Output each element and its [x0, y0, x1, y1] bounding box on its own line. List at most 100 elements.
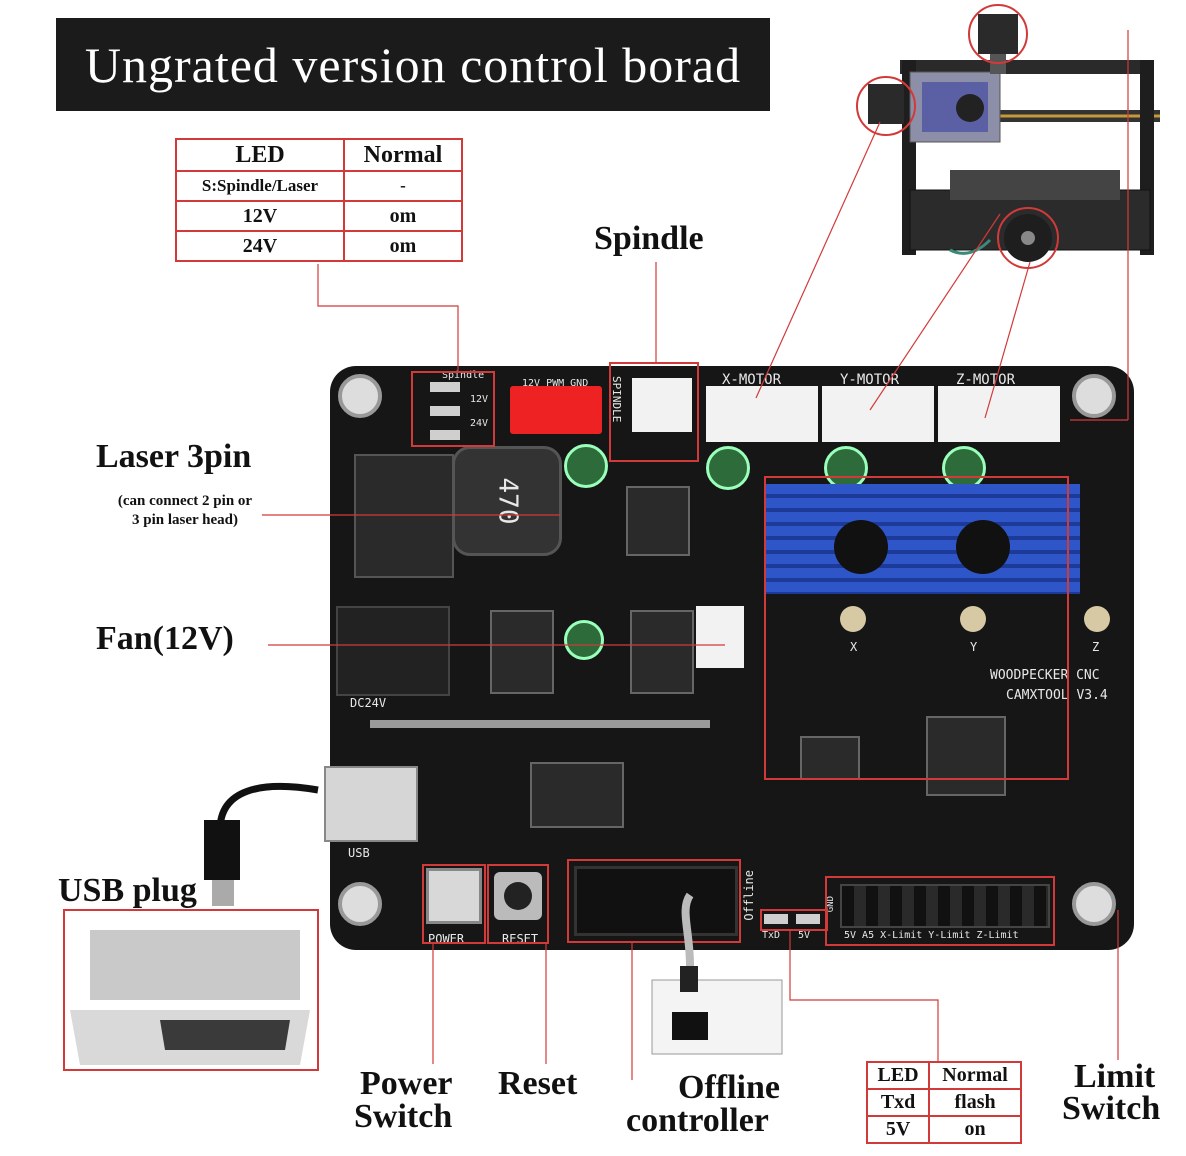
control-board: Spindle 12V 24V 12V PWM GND SPINDLE X-MO… [324, 366, 1134, 950]
led-table-bottom-cell: on [928, 1115, 1022, 1144]
led-table-bottom-cell: Txd [865, 1088, 931, 1117]
z-pot[interactable] [1084, 606, 1110, 632]
label-limit-1: Limit [1074, 1058, 1156, 1095]
power-switch-box [422, 864, 486, 944]
label-offline-1: Offline [678, 1069, 780, 1106]
silk-5v: 5V [798, 930, 811, 941]
dc-jack [336, 606, 450, 696]
led-table-top-cell: 24V [175, 230, 345, 262]
reset-box [487, 864, 549, 944]
inductor: 470 [452, 446, 562, 556]
label-laser-note-2: 3 pin laser head) [132, 512, 238, 528]
label-power-switch-2: Switch [354, 1098, 453, 1135]
silk-pot-x: X [850, 640, 858, 654]
label-laser: Laser 3pin [96, 438, 252, 475]
silk-limits: 5V A5 X-Limit Y-Limit Z-Limit [844, 930, 1019, 941]
spindle-connector [632, 378, 692, 432]
led-table-bottom: LED Normal Txd flash 5V on [865, 1061, 1022, 1144]
silk-pot-z: Z [1092, 640, 1100, 654]
led-table-top: LED Normal S:Spindle/Laser - 12V om 24V … [175, 138, 464, 262]
led-table-bottom-header-normal: Normal [928, 1061, 1022, 1090]
fan-connector [696, 606, 744, 668]
mosfet [626, 486, 690, 556]
mosfet [490, 610, 554, 694]
silk-brand-2: CAMXTOOL V3.4 [1006, 688, 1108, 703]
silk-txd: TxD [762, 930, 781, 941]
led-12v [430, 406, 460, 416]
label-power-switch-1: Power [360, 1065, 453, 1102]
label-limit-2: Switch [1062, 1090, 1161, 1127]
led-table-bottom-header-led: LED [865, 1061, 931, 1090]
silk-brand-1: WOODPECKER CNC [990, 668, 1100, 683]
title-banner: Ungrated version control borad [56, 18, 770, 111]
silk-pot-y: Y [970, 640, 978, 654]
spindle-box [609, 362, 699, 462]
heatsink-hole [956, 520, 1010, 574]
offline-header-box [567, 859, 741, 943]
txd-5v-box [760, 909, 828, 931]
laptop-box [63, 909, 319, 1071]
z-motor-connector [938, 386, 1060, 442]
label-offline-2: controller [626, 1102, 769, 1139]
led-table-top-cell: 12V [175, 200, 345, 232]
capacitor [564, 444, 608, 488]
limit-switch-header[interactable] [840, 884, 1050, 928]
silk-12v: 12V [470, 394, 489, 405]
led-table-top-cell: - [342, 170, 464, 202]
label-reset: Reset [498, 1065, 578, 1102]
silk-z-motor: Z-MOTOR [956, 372, 1016, 388]
reset-button-cap [504, 882, 532, 910]
led-table-top-header-normal: Normal [342, 138, 464, 172]
led-spindle [430, 382, 460, 392]
y-pot[interactable] [960, 606, 986, 632]
stepper-driver-box [764, 476, 1069, 780]
limit-switch-box [825, 876, 1055, 946]
microcontroller [926, 716, 1006, 796]
laser-connector [510, 386, 602, 434]
y-motor-connector [822, 386, 934, 442]
capacitor [564, 620, 604, 660]
heatsink-hole [834, 520, 888, 574]
silk-y-motor: Y-MOTOR [840, 372, 900, 388]
stepper-driver-chip [800, 736, 860, 780]
led-24v [430, 430, 460, 440]
silk-pwm-header: 12V PWM GND [522, 378, 589, 389]
led-5v [796, 914, 820, 924]
heatsink [766, 484, 1080, 594]
reset-button[interactable] [494, 872, 542, 920]
cnc-machine-illustration [856, 4, 1160, 269]
x-motor-connector [706, 386, 818, 442]
led-txd [764, 914, 788, 924]
led-table-top-header-led: LED [175, 138, 345, 172]
silk-dc24v: DC24V [350, 696, 387, 710]
mounting-hole [1072, 882, 1116, 926]
mosfet [630, 610, 694, 694]
silk-spindle-vert: SPINDLE [610, 376, 623, 423]
offline-header[interactable] [574, 866, 738, 936]
mounting-hole [338, 374, 382, 418]
led-table-top-cell: om [342, 200, 464, 232]
label-usb-plug: USB plug [58, 872, 197, 909]
silk-spindle-led: Spindle [442, 370, 485, 381]
led-table-bottom-cell: flash [928, 1088, 1022, 1117]
silk-usb: USB [348, 846, 370, 860]
title-text: Ungrated version control borad [84, 36, 742, 93]
x-pot[interactable] [840, 606, 866, 632]
led-table-top-cell: om [342, 230, 464, 262]
usb-serial-chip [530, 762, 624, 828]
spindle-led-box [411, 371, 495, 447]
led-table-bottom-cell: 5V [865, 1115, 931, 1144]
silk-24v: 24V [470, 418, 489, 429]
mounting-hole [1072, 374, 1116, 418]
power-switch[interactable] [426, 868, 482, 924]
led-table-top-cell: S:Spindle/Laser [175, 170, 345, 202]
silk-divider [370, 720, 710, 728]
label-laser-note-1: (can connect 2 pin or [117, 493, 253, 509]
voltage-regulator [354, 454, 454, 578]
label-spindle: Spindle [594, 220, 704, 257]
mounting-hole [338, 882, 382, 926]
label-fan: Fan(12V) [96, 620, 234, 657]
usb-port[interactable] [324, 766, 418, 842]
capacitor [706, 446, 750, 490]
